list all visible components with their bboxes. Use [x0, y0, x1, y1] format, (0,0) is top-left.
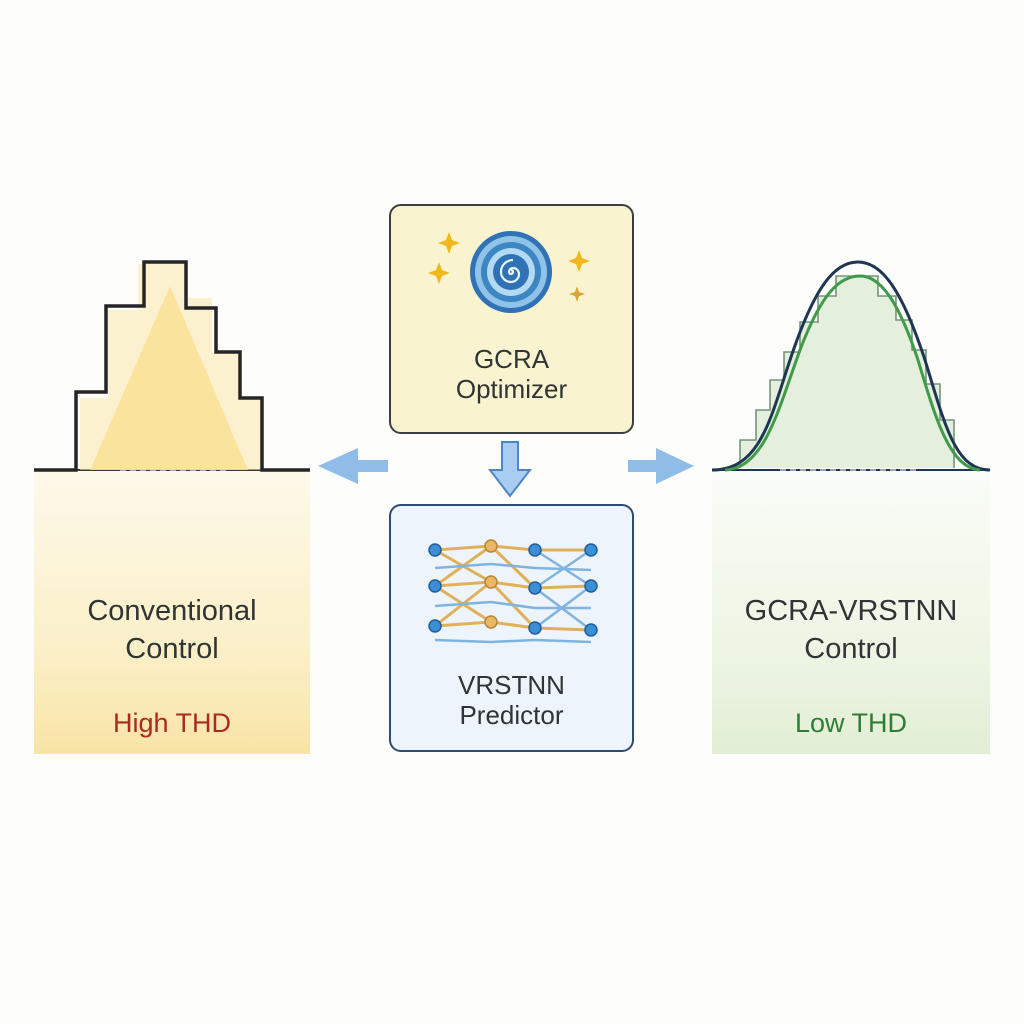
conventional-control-title: Conventional Control — [87, 595, 257, 665]
smooth-waveform — [711, 260, 991, 472]
stepped-waveform — [34, 260, 310, 472]
gcra-vrstnn-control-panel: GCRA-VRSTNN Control Low THD — [712, 470, 990, 754]
arrow-left-icon — [318, 448, 388, 484]
neural-network-icon — [428, 539, 598, 644]
gcra-vrstnn-control-title: GCRA-VRSTNN Control — [744, 595, 958, 665]
gcra-optimizer-box: GCRA Optimizer — [389, 204, 634, 434]
spiral-icon — [428, 231, 590, 313]
arrow-right-icon — [628, 448, 694, 484]
vrstnn-predictor-title: VRSTNN Predictor — [458, 670, 565, 730]
conventional-control-panel: Conventional Control High THD — [34, 470, 310, 754]
low-thd-label: Low THD — [794, 708, 908, 738]
vrstnn-predictor-box: VRSTNN Predictor — [389, 504, 634, 752]
gcra-optimizer-title: GCRA Optimizer — [455, 344, 568, 404]
high-thd-label: High THD — [112, 708, 232, 738]
arrow-down-icon — [487, 441, 533, 498]
